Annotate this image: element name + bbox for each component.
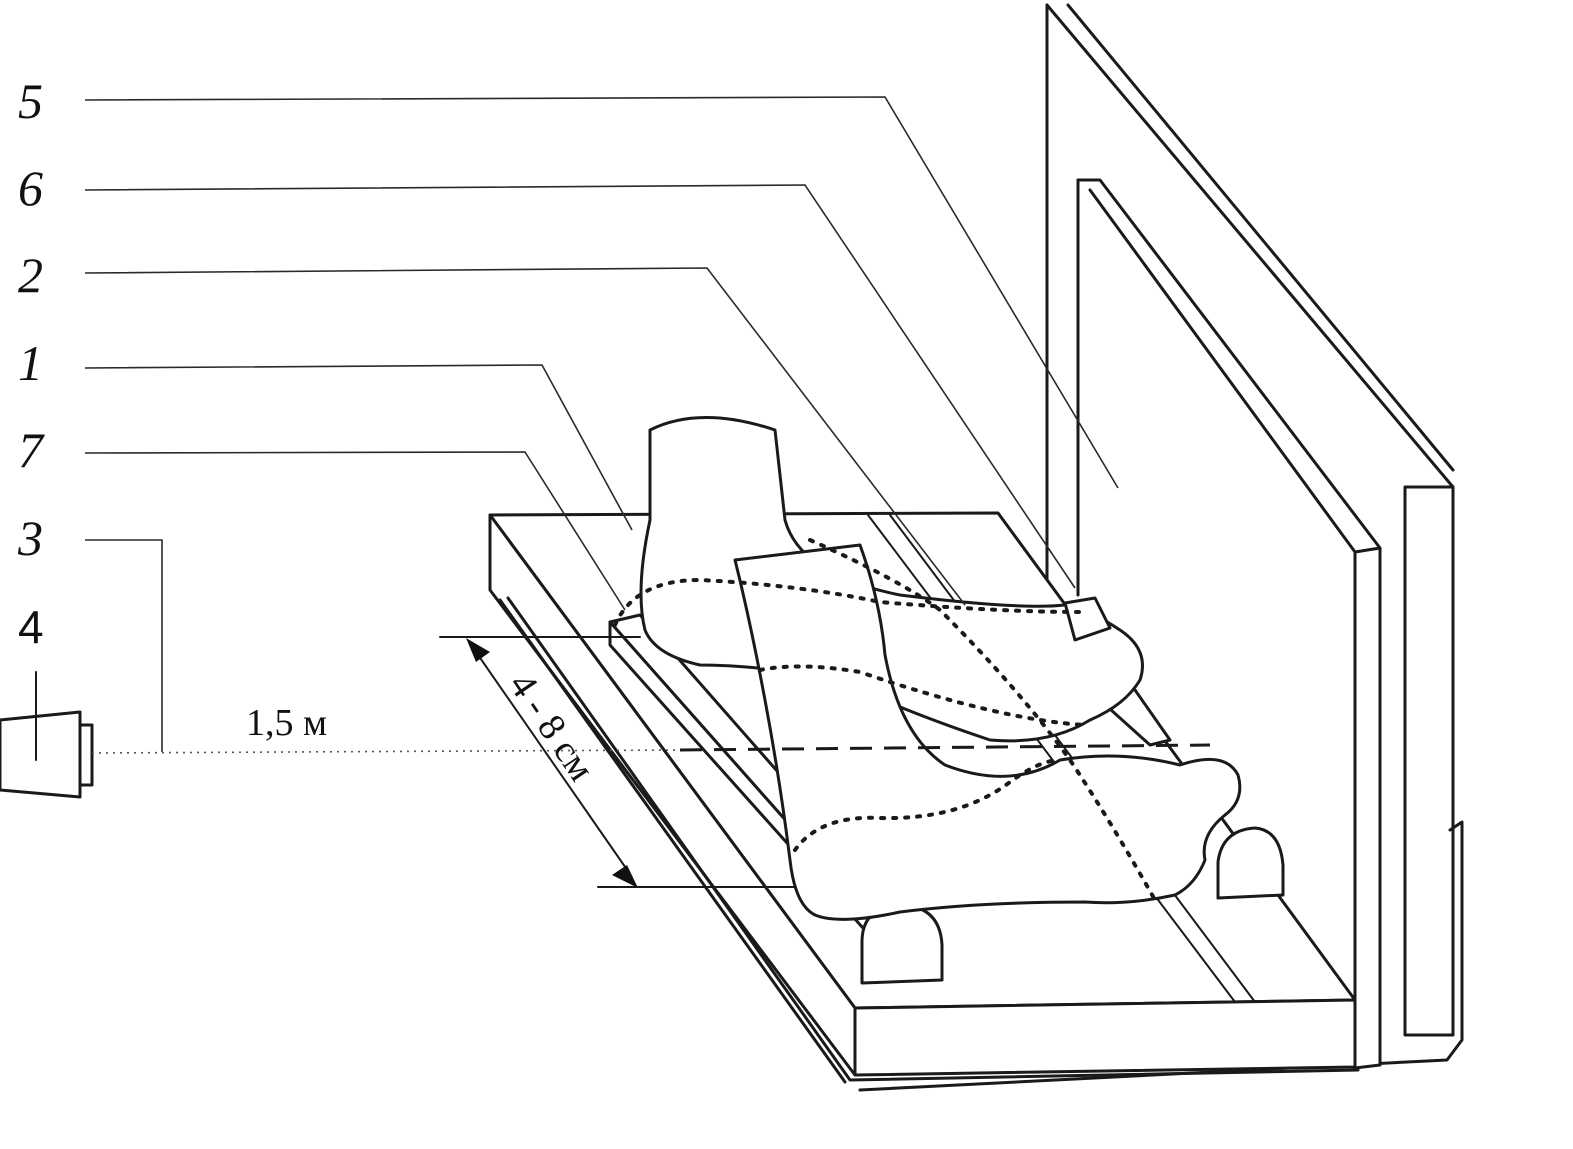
label-1: 1	[18, 335, 43, 391]
heel-pad	[1063, 596, 1112, 642]
hidden-contour-3	[793, 758, 1062, 852]
leader-6	[84, 184, 1076, 589]
leader-7	[84, 451, 626, 611]
roll-support-back	[1216, 826, 1285, 900]
leader-lines	[84, 96, 1119, 752]
leader-1	[84, 364, 633, 531]
label-7: 7	[18, 422, 45, 478]
leader-5	[84, 96, 1119, 489]
label-6: 6	[18, 160, 43, 216]
central-ray-oblique	[808, 538, 1157, 902]
label-3: 3	[17, 510, 43, 566]
central-ray-projection	[679, 743, 1211, 752]
leader-2	[84, 267, 966, 606]
xray-tube	[0, 671, 94, 799]
vertical-stand	[858, 3, 1464, 1092]
label-2: 2	[18, 247, 43, 303]
distance-label: 1,5 м	[246, 702, 327, 744]
central-ray-path	[91, 749, 681, 754]
label-4: 4	[18, 601, 44, 653]
leader-3	[85, 539, 163, 752]
label-5: 5	[18, 73, 43, 129]
foot-front	[733, 543, 1242, 921]
